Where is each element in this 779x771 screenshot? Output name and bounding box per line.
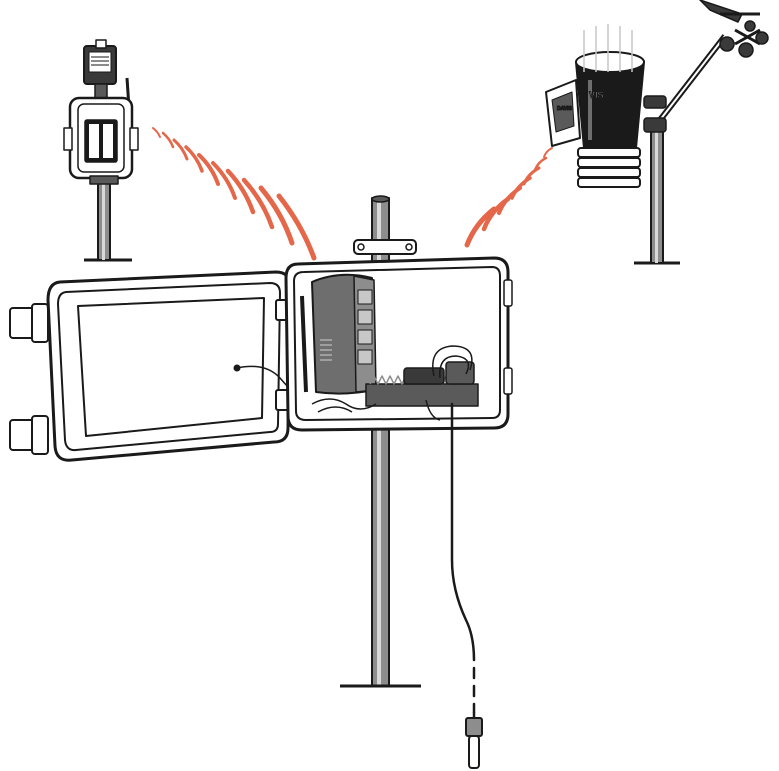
right-weather-station: VIS DAVIS — [545, 0, 769, 265]
iss-transmitter: DAVIS — [545, 79, 581, 147]
console-unit — [311, 273, 377, 395]
cable-loops — [311, 345, 473, 421]
inner-antenna — [300, 295, 308, 393]
pole-bracket — [353, 239, 417, 255]
radiation-shield — [577, 147, 641, 188]
probe-icon — [465, 712, 483, 769]
gauge-logo-text: VIS — [589, 90, 604, 100]
rain-collector: VIS — [575, 24, 645, 149]
signal-waves-icon — [152, 127, 317, 261]
left-sensor-tower — [63, 39, 139, 262]
enclosure-body — [284, 256, 513, 432]
transmitter-brand-text: DAVIS — [557, 106, 573, 112]
signal-waves-icon-right — [464, 147, 553, 248]
probe-cable — [450, 402, 476, 714]
wind-vane-icon — [699, 0, 760, 23]
enclosure-lid — [9, 270, 301, 462]
anemometer-cups-icon — [719, 20, 769, 58]
